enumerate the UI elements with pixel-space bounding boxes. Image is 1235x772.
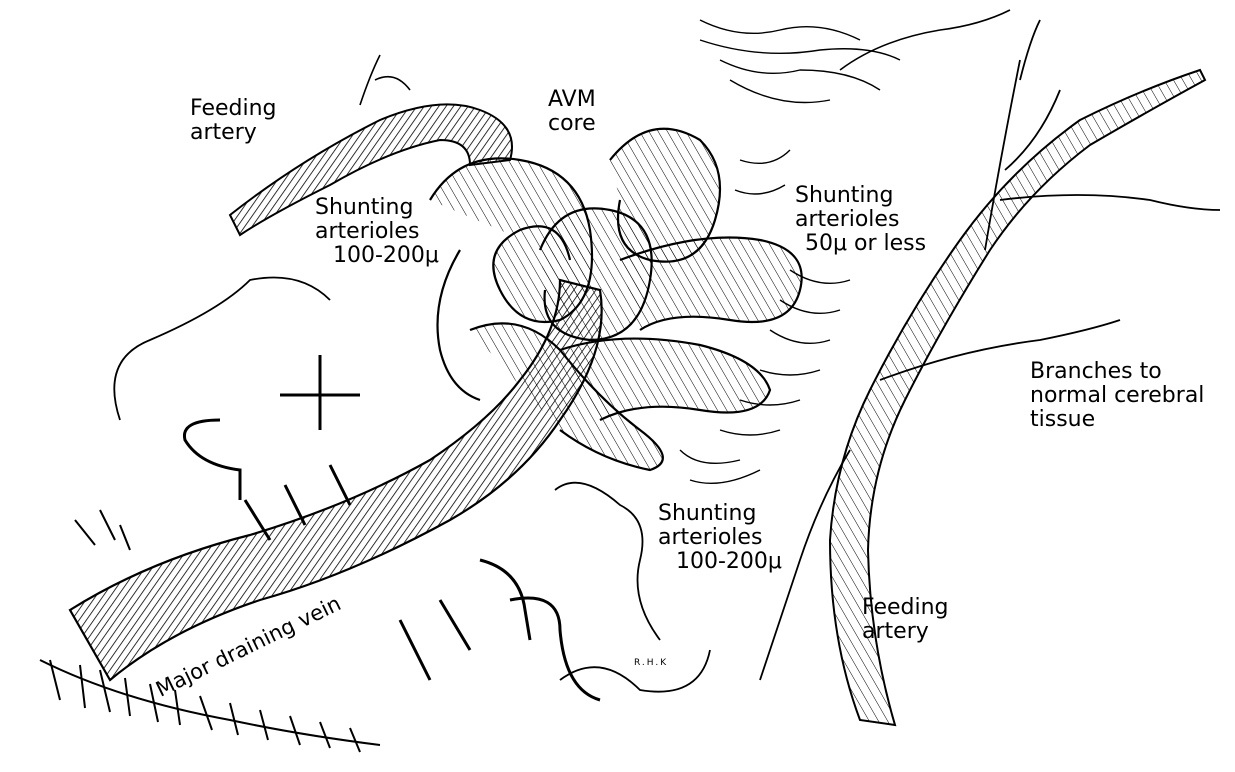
artist-signature: R.H.K bbox=[634, 658, 668, 668]
label-avm-core: AVM core bbox=[548, 88, 596, 136]
label-shunting-arterioles-left: Shunting arterioles 100-200μ bbox=[315, 196, 439, 268]
label-branches-normal-tissue: Branches to normal cerebral tissue bbox=[1030, 360, 1204, 432]
label-feeding-artery-top: Feeding artery bbox=[190, 97, 277, 145]
label-feeding-artery-bottom: Feeding artery bbox=[862, 596, 949, 644]
label-shunting-arterioles-right: Shunting arterioles 50μ or less bbox=[795, 184, 926, 256]
label-shunting-arterioles-bottom: Shunting arterioles 100-200μ bbox=[658, 502, 782, 574]
